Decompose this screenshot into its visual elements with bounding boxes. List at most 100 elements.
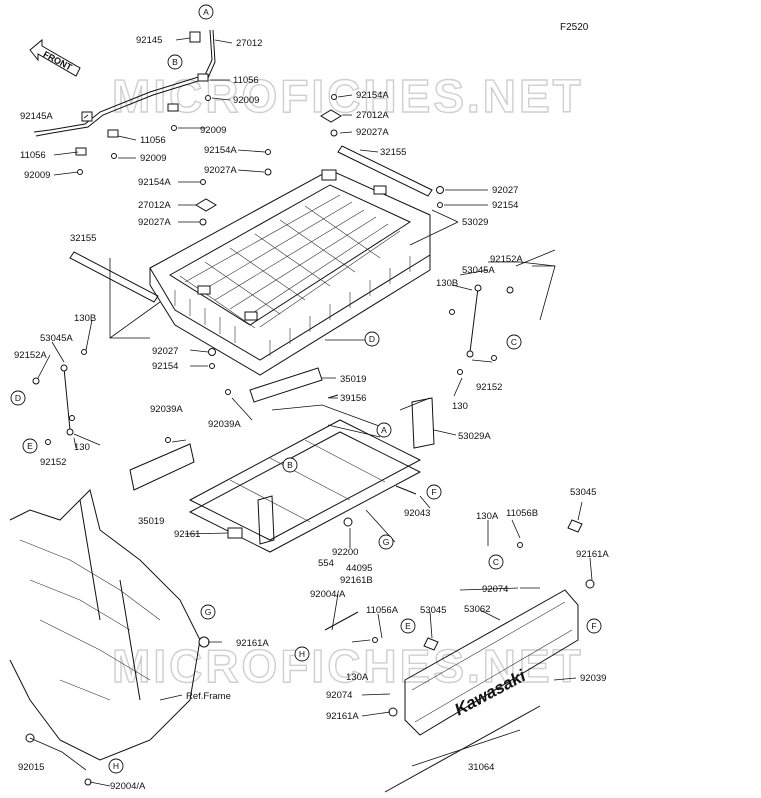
callout-circle-c-lower (488, 554, 504, 570)
label-130-b: 130 (74, 442, 90, 453)
callout-circle-e-left (22, 438, 38, 454)
callout-circle-c-right (506, 334, 522, 350)
label-92009-d: 92009 (24, 170, 50, 181)
callout-circle-h-mid (294, 646, 310, 662)
callout-f-lower: F (591, 621, 596, 631)
callout-circle-d-right (364, 331, 380, 347)
label-92027a-a: 92027A (356, 127, 389, 138)
front-arrow-icon: FRONT (29, 38, 81, 77)
label-35019-b: 35019 (138, 516, 164, 527)
label-92145a: 92145A (20, 111, 53, 122)
label-92161b: 92161B (340, 575, 373, 586)
label-92154-a: 92154 (492, 200, 518, 211)
callout-circle-d-left (10, 390, 26, 406)
label-53045a-b: 53045A (40, 333, 73, 344)
label-92039a-a: 92039A (150, 404, 183, 415)
callout-a-top: A (203, 7, 209, 17)
label-32155-a: 32155 (380, 147, 406, 158)
label-92039: 92039 (580, 673, 606, 684)
label-92027a-b: 92027A (204, 165, 237, 176)
label-53045-b: 53045 (420, 605, 446, 616)
part-labels: 92145 27012 11056 92009 92145A 11056 920… (14, 35, 609, 792)
label-92009-c: 92009 (140, 153, 166, 164)
callout-circle-a-mid (376, 422, 392, 438)
tailgate-rod-assembly (33, 29, 216, 175)
callout-circle-a-top (198, 4, 214, 20)
callout-markers: A B D C D E A B F G C F E G H H (10, 4, 602, 774)
label-92043: 92043 (404, 508, 430, 519)
label-92039a-b: 92039A (208, 419, 241, 430)
vehicle-frame (9, 489, 201, 786)
callout-d-left: D (15, 393, 21, 403)
label-92161a-c: 92161A (326, 711, 359, 722)
callout-e-lower: E (405, 621, 411, 631)
label-92154a-b: 92154A (204, 145, 237, 156)
label-130b-b: 130B (74, 313, 96, 324)
callout-h-bottom: H (113, 761, 119, 771)
bed-support-struts (32, 284, 514, 445)
callout-c-lower: C (493, 557, 499, 567)
label-92009-b: 92009 (200, 125, 226, 136)
callout-circle-e-lower (400, 618, 416, 634)
label-92027-b: 92027 (152, 346, 178, 357)
label-53045a-a: 53045A (462, 265, 495, 276)
leader-lines (29, 37, 593, 787)
callout-g-mid: G (383, 537, 390, 547)
front-label: FRONT (42, 49, 75, 73)
label-31064: 31064 (468, 762, 494, 773)
label-11056b: 11056B (506, 508, 538, 519)
label-130-a: 130 (452, 401, 468, 412)
label-92154a-a: 92154A (356, 90, 389, 101)
label-92161a-a: 92161A (576, 549, 609, 560)
label-11056-a: 11056 (233, 75, 259, 86)
callout-circle-h-bottom (108, 758, 124, 774)
label-92152a-b: 92152A (14, 350, 47, 361)
figure-code: F2520 (560, 22, 589, 33)
callout-circle-g-mid (378, 534, 394, 550)
callout-a-mid: A (381, 425, 387, 435)
label-53029a: 53029A (458, 431, 491, 442)
callout-d-right: D (369, 334, 375, 344)
label-92027a-c: 92027A (138, 217, 171, 228)
label-554: 554 (318, 558, 334, 569)
label-92161: 92161 (174, 529, 200, 540)
label-130b-a: 130B (436, 278, 458, 289)
bed-fasteners (195, 94, 444, 369)
label-92009-a: 92009 (233, 95, 259, 106)
callout-circle-g-frame (200, 604, 216, 620)
label-44095: 44095 (346, 563, 372, 574)
watermark-top: MICROFICHES.NET (112, 70, 584, 122)
label-27012-top: 27012 (236, 38, 262, 49)
label-35019-a: 35019 (340, 374, 366, 385)
callout-e-left: E (27, 441, 33, 451)
label-27012a-b: 27012A (138, 200, 171, 211)
label-130a-b: 130A (346, 672, 369, 683)
callout-b-mid: B (287, 460, 293, 470)
label-92152-b: 92152 (40, 457, 66, 468)
callout-circle-f-lower (586, 618, 602, 634)
callout-circle-f-mid (426, 484, 442, 500)
label-53062: 53062 (464, 604, 490, 615)
label-53029: 53029 (462, 217, 488, 228)
label-27012a-a: 27012A (356, 110, 389, 121)
callout-g-frame: G (205, 607, 212, 617)
label-11056a: 11056A (366, 605, 399, 616)
label-92027-a: 92027 (492, 185, 518, 196)
label-39156: 39156 (340, 393, 366, 404)
label-92154a-c: 92154A (138, 177, 171, 188)
label-11056-c: 11056 (20, 150, 46, 161)
bed-rail-bar-left (69, 251, 159, 303)
label-92161a-b: 92161A (236, 638, 269, 649)
callout-b-top: B (172, 57, 178, 67)
label-92004a-a: 92004/A (310, 589, 346, 600)
label-32155-b: 32155 (70, 233, 96, 244)
label-92152a-a: 92152A (490, 254, 523, 265)
callout-c-right: C (511, 337, 517, 347)
label-92152-a: 92152 (476, 382, 502, 393)
bed-sub-frame (129, 367, 435, 553)
cargo-bed (149, 169, 431, 376)
bed-rail-bar-rear (337, 145, 433, 197)
label-92074-b: 92074 (326, 690, 352, 701)
label-92145: 92145 (136, 35, 162, 46)
